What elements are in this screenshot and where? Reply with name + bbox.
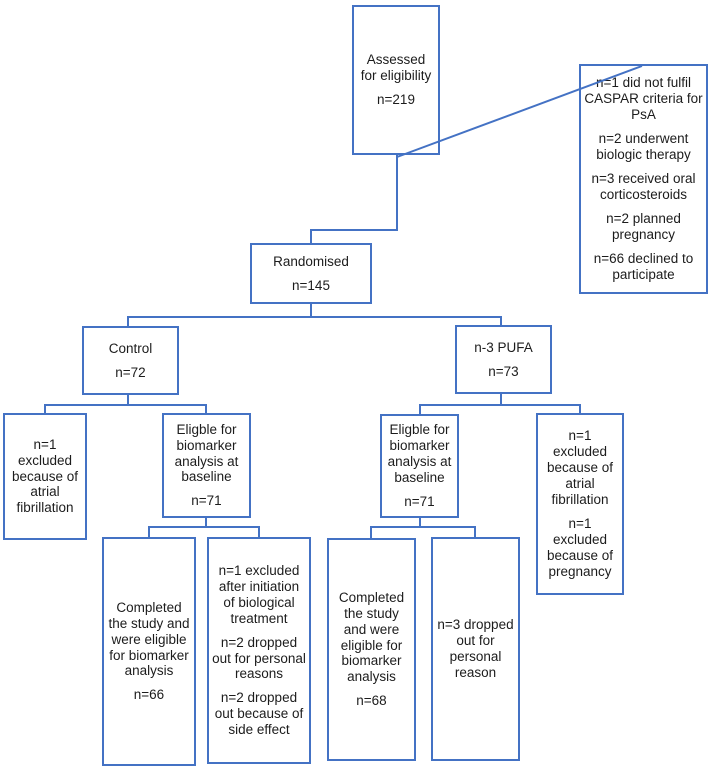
node-text: Randomised	[273, 253, 349, 269]
node-pufa-dropouts: n=3 dropped out for personal reason	[431, 537, 520, 761]
node-count: n=73	[488, 363, 519, 379]
node-text: n=66 declined to participate	[593, 250, 694, 282]
node-pufa-completed-study: Completed the study and were eligible fo…	[327, 538, 416, 761]
node-count: n=71	[191, 493, 222, 509]
node-randomised: Randomised n=145	[250, 243, 372, 304]
node-control-eligible-biomarker-baseline: Eligble for biomarker analysis at baseli…	[162, 413, 251, 518]
node-text: Eligble for biomarker analysis at baseli…	[174, 421, 239, 485]
node-text: n=2 underwent biologic therapy	[596, 131, 691, 163]
node-text: n=2 planned pregnancy	[606, 210, 681, 242]
connector-randomised-branch	[127, 316, 502, 326]
node-assessed-for-eligibility: Assessed for eligibility n=219	[352, 5, 440, 155]
node-text: n-3 PUFA	[474, 339, 533, 355]
node-text: n=3 dropped out for personal reason	[437, 617, 514, 680]
node-text: n=1 excluded after initiation of biologi…	[218, 562, 300, 626]
node-text: Eligble for biomarker analysis at baseli…	[387, 422, 452, 485]
node-text: Completed the study and were eligible fo…	[108, 599, 190, 679]
node-pufa-excluded-af-and-pregnancy: n=1 excluded because of atrial fibrillat…	[536, 413, 624, 595]
node-text: n=3 received oral corticosteroids	[591, 171, 696, 202]
node-text: Completed the study and were eligible fo…	[338, 589, 405, 685]
node-control-completed-study: Completed the study and were eligible fo…	[102, 537, 196, 766]
node-count: n=72	[115, 364, 146, 380]
node-control-arm: Control n=72	[82, 326, 179, 395]
node-text: n=1 did not fulfil CASPAR criteria for P…	[584, 75, 703, 123]
node-control-dropouts: n=1 excluded after initiation of biologi…	[207, 537, 311, 764]
connector-control-branch	[44, 404, 207, 413]
node-text: n=2 dropped out because of side effect	[214, 690, 304, 738]
connector-eligible-control-branch	[148, 526, 260, 537]
node-count: n=66	[133, 687, 165, 703]
node-text: n=1 excluded because of atrial fibrillat…	[546, 428, 614, 508]
connector-assessed-to-randomised	[310, 155, 398, 243]
node-text: n=1 excluded because of atrial fibrillat…	[11, 436, 79, 516]
node-pre-randomisation-exclusions: n=1 did not fulfil CASPAR criteria for P…	[579, 64, 708, 294]
node-count: n=71	[404, 493, 435, 509]
node-count: n=68	[356, 693, 387, 709]
node-pufa-arm: n-3 PUFA n=73	[455, 325, 552, 394]
node-text: Assessed for eligibility	[360, 52, 432, 84]
node-text: Control	[108, 340, 153, 356]
node-text: n=2 dropped out for personal reasons	[212, 634, 306, 682]
node-pufa-eligible-biomarker-baseline: Eligble for biomarker analysis at baseli…	[380, 414, 459, 518]
node-count: n=145	[292, 277, 330, 293]
node-control-excluded-atrial-fibrillation: n=1 excluded because of atrial fibrillat…	[3, 413, 87, 540]
node-text: n=1 excluded because of pregnancy	[546, 515, 614, 579]
node-count: n=219	[377, 91, 415, 107]
